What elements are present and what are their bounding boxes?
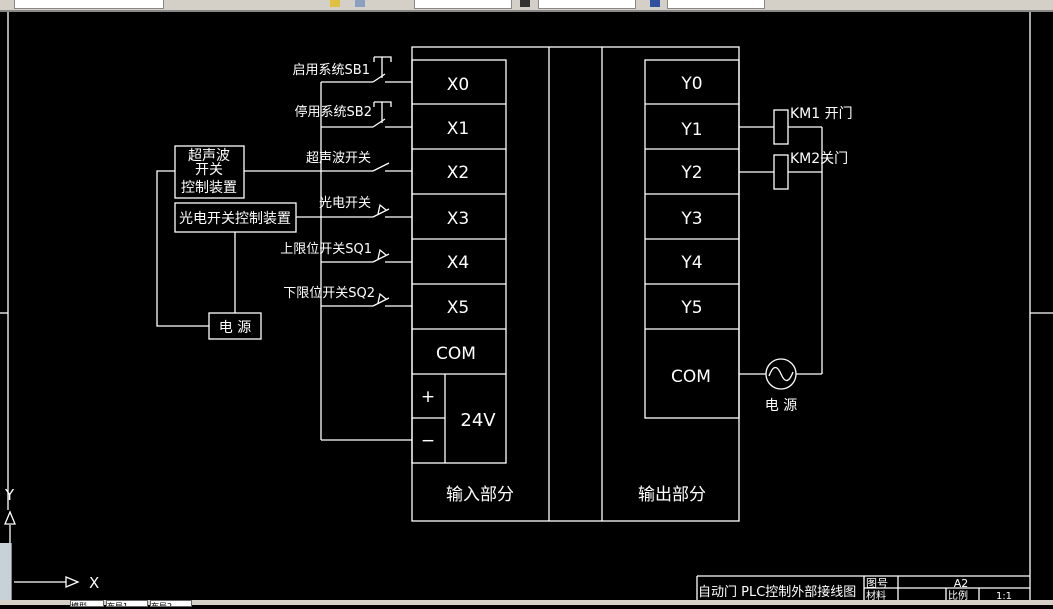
terminal-x3: X3 bbox=[447, 209, 469, 229]
lineweight-icon[interactable] bbox=[650, 0, 660, 7]
ucs-x-label: X bbox=[89, 574, 99, 592]
ultrasonic-device-line3: 控制装置 bbox=[181, 180, 237, 196]
tab-layout1[interactable]: 布局1 bbox=[106, 600, 148, 607]
scale-label: 比例 bbox=[948, 589, 968, 602]
material-label: 材料 bbox=[866, 589, 886, 602]
right-power-label: 电 源 bbox=[765, 398, 797, 414]
switch-sb2-label: 停用系统SB2 bbox=[295, 104, 372, 120]
coil-km2 bbox=[773, 154, 789, 190]
drawing-no-label: 图号 bbox=[866, 577, 888, 590]
left-power-label: 电 源 bbox=[219, 320, 251, 336]
color-dropdown[interactable] bbox=[414, 0, 512, 9]
lineweight-dropdown[interactable] bbox=[667, 0, 765, 9]
coil-km2-label: KM2关门 bbox=[790, 151, 848, 167]
input-wiring bbox=[156, 56, 412, 441]
side-tool-palette[interactable] bbox=[0, 543, 12, 600]
toolbar bbox=[0, 0, 1053, 12]
terminal-output-com: COM bbox=[671, 367, 711, 387]
ultrasonic-device-line2: 开关 bbox=[195, 162, 223, 178]
terminal-minus: − bbox=[421, 431, 435, 451]
terminal-x5: X5 bbox=[447, 298, 469, 318]
scale-value: 1:1 bbox=[996, 591, 1012, 602]
input-section-label: 输入部分 bbox=[446, 485, 514, 505]
terminal-y4: Y4 bbox=[680, 253, 702, 273]
input-terminal-block bbox=[411, 59, 507, 464]
switch-sb1-label: 启用系统SB1 bbox=[293, 63, 370, 78]
terminal-y2: Y2 bbox=[680, 163, 702, 183]
terminal-x1: X1 bbox=[447, 119, 469, 139]
switch-sq1-label: 上限位开关SQ1 bbox=[280, 242, 372, 257]
output-terminal-block bbox=[644, 59, 740, 419]
terminal-y1: Y1 bbox=[680, 120, 702, 140]
drawing-title: 自动门 PLC控制外部接线图 bbox=[698, 584, 856, 600]
output-wiring bbox=[739, 109, 823, 390]
layer-previous-icon[interactable] bbox=[355, 0, 365, 7]
wiring-diagram: X0 X1 X2 X3 X4 X5 COM + − 24V 输入部分 输出部分 … bbox=[0, 12, 1053, 602]
terminal-x2: X2 bbox=[447, 163, 469, 183]
switch-ultrasonic-label: 超声波开关 bbox=[306, 151, 371, 166]
title-block bbox=[696, 575, 1030, 600]
ucs-y-label: Y bbox=[4, 486, 15, 504]
layer-dropdown[interactable] bbox=[14, 0, 164, 9]
switch-photo-label: 光电开关 bbox=[319, 196, 371, 211]
terminal-x4: X4 bbox=[447, 253, 469, 273]
coil-km1-label: KM1 开门 bbox=[790, 106, 853, 122]
ucs-icon bbox=[4, 510, 80, 588]
linetype-icon[interactable] bbox=[520, 0, 530, 7]
drawing-canvas[interactable]: X0 X1 X2 X3 X4 X5 COM + − 24V 输入部分 输出部分 … bbox=[0, 12, 1053, 605]
terminal-plus: + bbox=[421, 387, 435, 407]
terminal-y0: Y0 bbox=[680, 74, 702, 94]
tab-model[interactable]: 模型 bbox=[70, 600, 104, 607]
output-section-label: 输出部分 bbox=[638, 485, 706, 505]
layout-tab-bar bbox=[0, 600, 1053, 605]
ultrasonic-control-device bbox=[174, 145, 245, 199]
ac-source-icon bbox=[765, 358, 797, 390]
switch-sq2-label: 下限位开关SQ2 bbox=[283, 286, 375, 301]
terminal-input-com: COM bbox=[436, 344, 476, 364]
terminal-y3: Y3 bbox=[680, 209, 702, 229]
layer-state-icon[interactable] bbox=[330, 0, 340, 7]
linetype-dropdown[interactable] bbox=[538, 0, 636, 9]
tab-layout2[interactable]: 布局2 bbox=[150, 600, 192, 607]
ultrasonic-device-line1: 超声波 bbox=[188, 148, 230, 164]
coil-km1 bbox=[773, 109, 789, 145]
supply-24v: 24V bbox=[460, 410, 496, 431]
terminal-x0: X0 bbox=[447, 75, 469, 95]
photo-device-label: 光电开关控制装置 bbox=[179, 211, 291, 227]
terminal-y5: Y5 bbox=[680, 298, 702, 318]
drawing-no: A2 bbox=[954, 577, 969, 590]
